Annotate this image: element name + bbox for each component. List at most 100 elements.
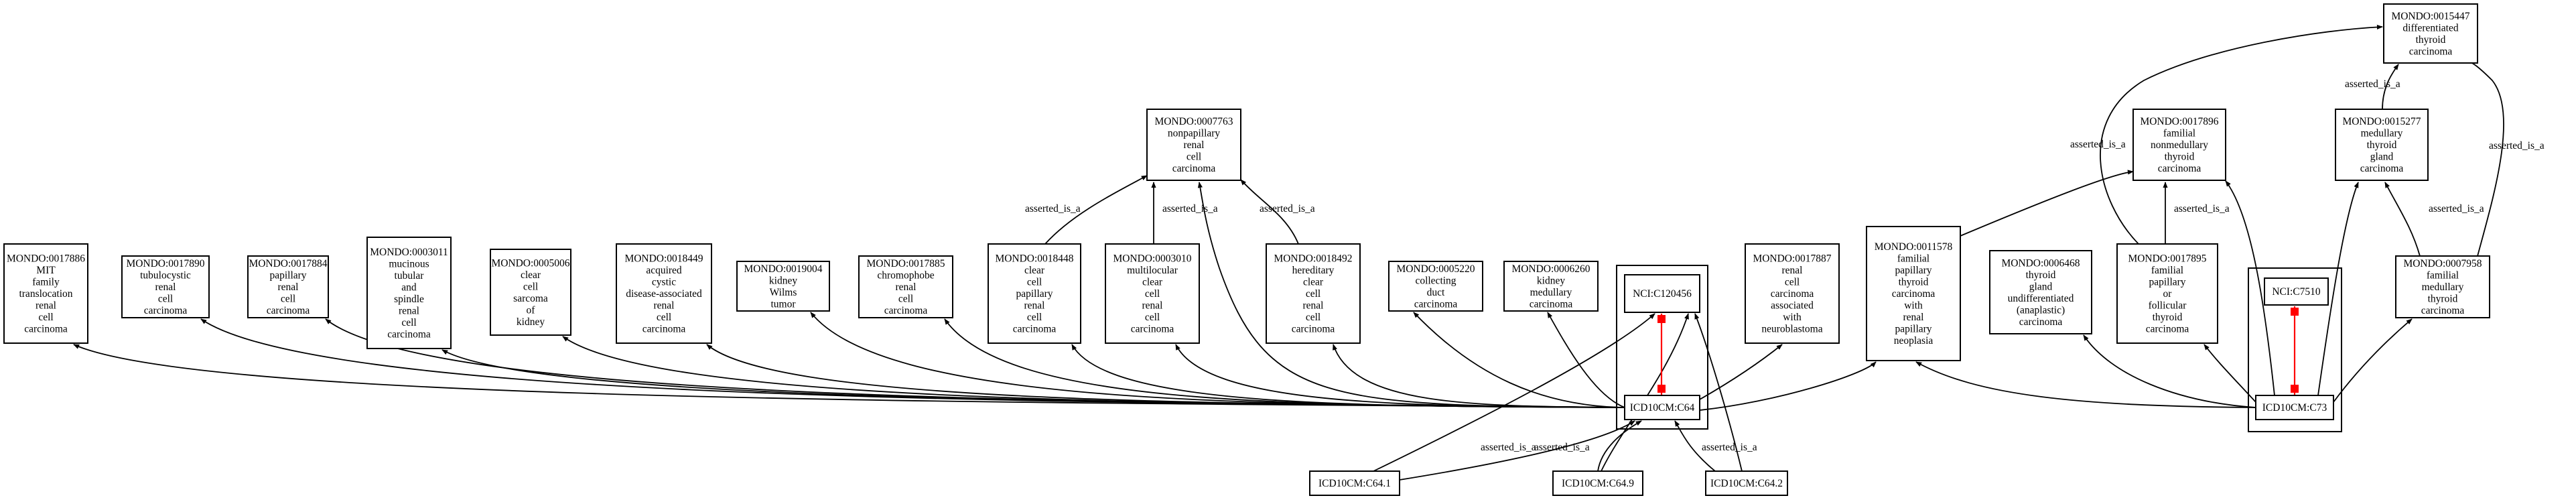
node-m18492[interactable]: MONDO:0018492hereditaryclearcellrenalcel… <box>1266 243 1361 344</box>
node-icd649[interactable]: ICD10CM:C64.9 <box>1552 470 1643 496</box>
node-m3010[interactable]: MONDO:0003010multilocularclearcellrenalc… <box>1105 243 1200 344</box>
edge-path <box>1699 361 1877 411</box>
node-icd641[interactable]: ICD10CM:C64.1 <box>1309 470 1400 496</box>
node-icd64[interactable]: ICD10CM:C64 <box>1624 395 1700 420</box>
node-label-line: MONDO:0019004 <box>744 263 822 275</box>
node-m17895[interactable]: MONDO:0017895familialpapillaryorfollicul… <box>2116 243 2218 344</box>
node-label-line: MONDO:0017896 <box>2140 116 2218 127</box>
node-label-line: papillary <box>1016 288 1053 300</box>
node-label-line: papillary <box>1895 324 1931 335</box>
node-m3011[interactable]: MONDO:0003011mucinoustubularandspindlere… <box>366 237 452 349</box>
node-box <box>2383 3 2478 64</box>
edge-m3010-m7763: asserted_is_a <box>1151 182 1218 244</box>
node-label-line: carcinoma <box>1414 298 1458 310</box>
node-box <box>1146 109 1241 181</box>
edge-path <box>2384 182 2421 257</box>
edge-path <box>1699 344 1783 400</box>
node-box <box>1705 470 1788 496</box>
node-label-line: ICD10CM:C64.1 <box>1318 478 1391 489</box>
node-label-line: cell <box>281 294 295 305</box>
node-label-line: cell <box>1145 312 1160 323</box>
node-label-line: undifferentiated <box>2008 293 2074 304</box>
node-m17885[interactable]: MONDO:0017885chromophoberenalcellcarcino… <box>858 255 953 318</box>
node-m18449[interactable]: MONDO:0018449acquiredcysticdisease-assoc… <box>616 243 712 344</box>
edge-path <box>1915 361 2256 408</box>
edge-icd641-nci120456 <box>1373 313 1655 472</box>
node-box <box>1266 243 1361 344</box>
node-box <box>1745 243 1840 344</box>
edge-path <box>1960 170 2134 237</box>
node-label-line: sarcoma <box>513 293 548 304</box>
node-m11578[interactable]: MONDO:0011578familialpapillarythyroidcar… <box>1866 226 1961 361</box>
node-label-line: gland <box>2370 151 2394 163</box>
edge-icd64-m6260 <box>1547 312 1625 408</box>
node-nci120456[interactable]: NCI:C120456 <box>1624 274 1700 313</box>
node-label-line: with <box>1904 300 1923 312</box>
node-m15447[interactable]: MONDO:0015447differentiatedthyroidcarcin… <box>2383 3 2478 64</box>
equivalence-marker <box>2291 308 2299 316</box>
node-icd642[interactable]: ICD10CM:C64.2 <box>1705 470 1788 496</box>
node-m17896[interactable]: MONDO:0017896familialnonmedullarythyroid… <box>2132 109 2226 181</box>
edge-label: asserted_is_a <box>1481 442 1536 453</box>
edge-label: asserted_is_a <box>1702 442 1757 453</box>
node-m6468[interactable]: MONDO:0006468thyroidglandundifferentiate… <box>1989 250 2092 334</box>
node-label-line: medullary <box>2361 128 2403 139</box>
node-label-line: carcinoma <box>2360 163 2404 174</box>
node-label-line: collecting <box>1415 275 1456 286</box>
node-label-line: MONDO:0017884 <box>249 258 327 269</box>
edge-icd649-nci120456 <box>1601 313 1689 472</box>
node-box <box>2395 255 2490 318</box>
node-m17886[interactable]: MONDO:0017886MITfamilytranslocationrenal… <box>3 243 88 344</box>
node-m7763[interactable]: MONDO:0007763nonpapillaryrenalcellcarcin… <box>1146 109 1241 181</box>
node-label-line: thyroid <box>2026 269 2056 281</box>
node-m7958[interactable]: MONDO:0007958familialmedullarythyroidcar… <box>2395 255 2490 318</box>
node-label-line: MONDO:0003011 <box>370 247 448 258</box>
node-label-line: NCI:C7510 <box>2272 286 2321 298</box>
node-label-line: mucinous <box>389 258 429 269</box>
node-label-line: carcinoma <box>2146 324 2189 335</box>
edge-icd64-m11578 <box>1699 361 1877 411</box>
node-label-line: carcinoma <box>144 305 188 316</box>
node-label-line: ICD10CM:C64.9 <box>1562 478 1634 489</box>
node-label-line: carcinoma <box>642 324 686 335</box>
edge-icd64-m7763 <box>1197 182 1625 408</box>
edge-path <box>2225 180 2275 396</box>
node-m17890[interactable]: MONDO:0017890tubulocysticrenalcellcarcin… <box>121 255 210 318</box>
node-box <box>858 255 953 318</box>
cluster-border-nci120456 <box>1616 265 1708 430</box>
edge-path <box>1674 420 1716 472</box>
node-label-line: nonpapillary <box>1168 128 1221 139</box>
node-label-line: kidney <box>769 275 797 286</box>
node-label-line: clear <box>1024 265 1045 276</box>
node-label-line: cell <box>898 294 913 305</box>
edge-icd642-icd64: asserted_is_a <box>1674 420 1757 472</box>
node-label-line: carcinoma <box>2409 46 2453 57</box>
node-label-line: cell <box>1306 312 1320 323</box>
node-m17887[interactable]: MONDO:0017887renalcellcarcinomaassociate… <box>1745 243 1840 344</box>
node-label-line: papillary <box>2149 277 2185 288</box>
node-nci7510[interactable]: NCI:C7510 <box>2264 277 2329 306</box>
node-label-line: cell <box>1027 277 1042 288</box>
node-m15277[interactable]: MONDO:0015277medullarythyroidglandcarcin… <box>2335 109 2429 181</box>
node-label-line: of <box>527 304 536 316</box>
node-label-line: renal <box>1024 300 1045 312</box>
edge-icd649-icd64: asserted_is_a <box>1534 420 1642 472</box>
edge-m17895-m17896: asserted_is_a <box>2163 182 2230 244</box>
edge-path <box>1044 175 1148 245</box>
node-icd73[interactable]: ICD10CM:C73 <box>2255 395 2334 420</box>
edge-path <box>2382 64 2399 110</box>
node-label-line: carcinoma <box>884 305 928 316</box>
node-box <box>1989 250 2092 334</box>
node-m18448[interactable]: MONDO:0018448clearcellpapillaryrenalcell… <box>988 243 1081 344</box>
edge-icd73-m11578 <box>1915 361 2256 408</box>
node-box <box>366 237 452 349</box>
edge-path <box>1197 182 1625 408</box>
equivalence-marker <box>1657 385 1666 393</box>
edge-icd64-m5220 <box>1413 312 1625 408</box>
node-label-line: medullary <box>1530 287 1572 298</box>
